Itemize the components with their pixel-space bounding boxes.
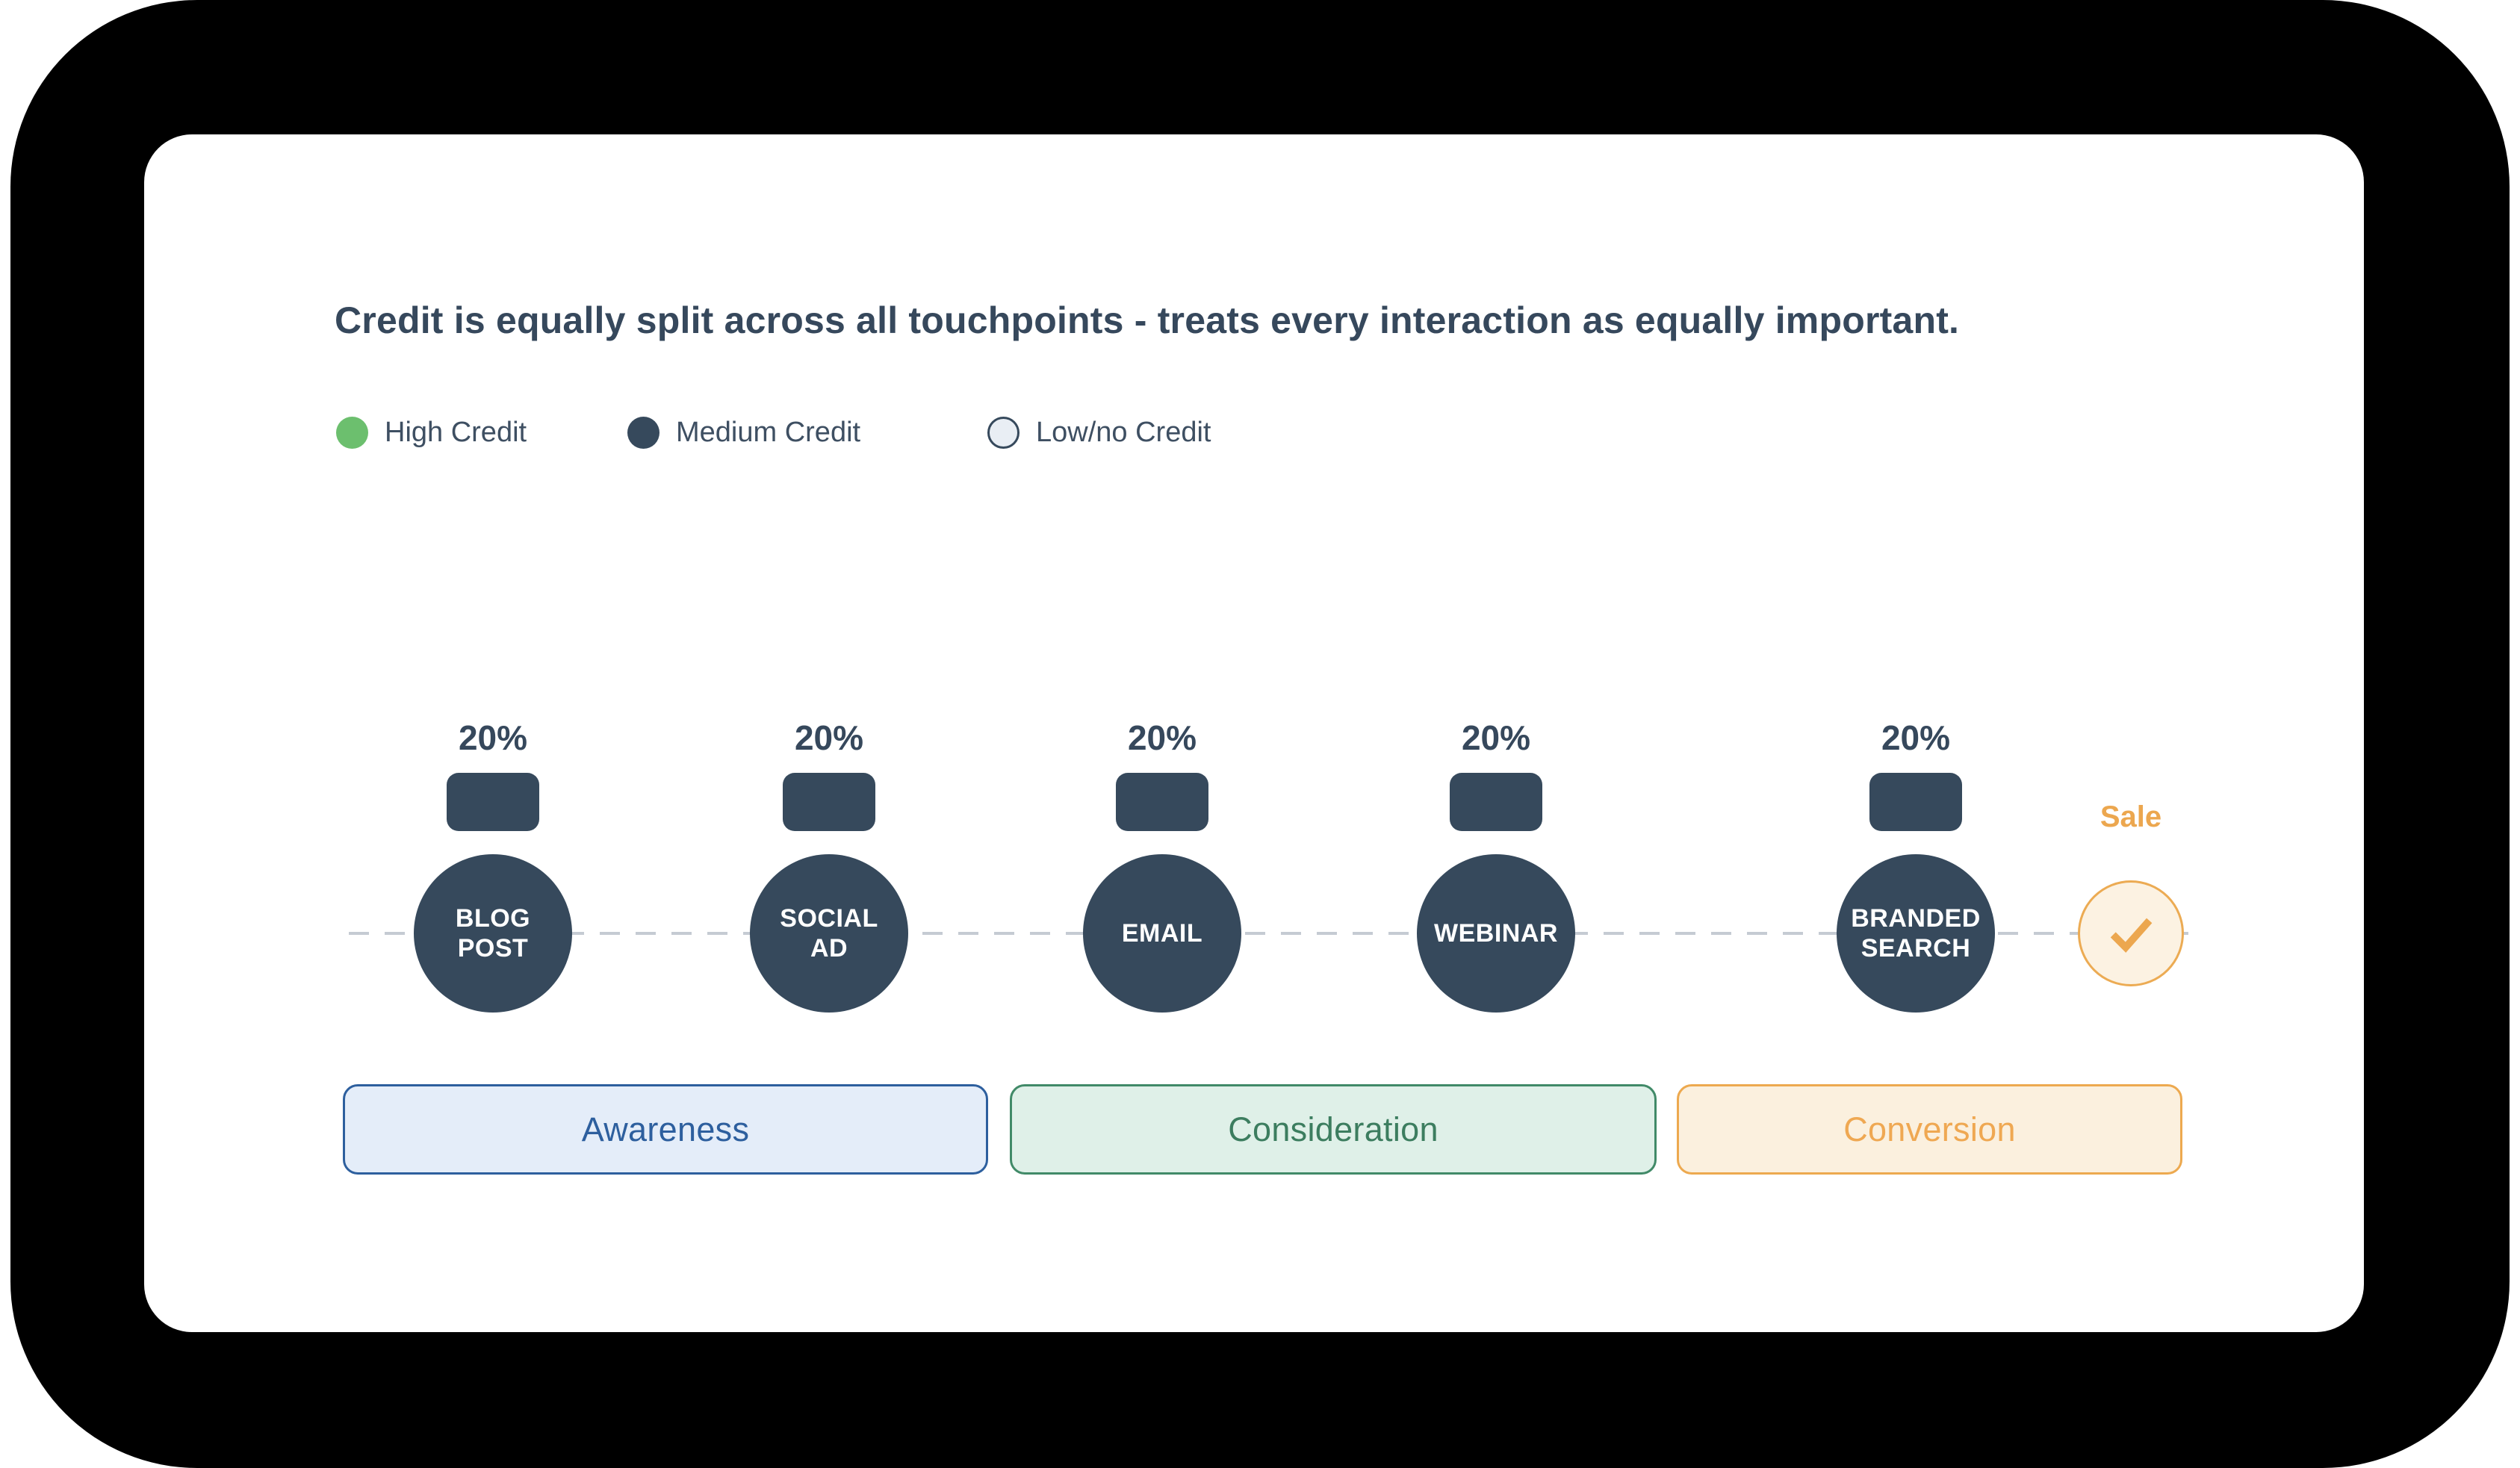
timeline-dashed-line <box>349 932 2188 935</box>
sale-label: Sale <box>2100 800 2162 833</box>
credit-bar <box>447 773 539 831</box>
legend-label: Medium Credit <box>676 417 861 448</box>
credit-percentage: 20% <box>458 718 528 757</box>
touchpoint-circle: WEBINAR <box>1417 854 1575 1013</box>
credit-percentage: 20% <box>1127 718 1197 757</box>
touchpoint-label: BRANDED SEARCH <box>1851 903 1981 962</box>
sale-circle <box>2078 880 2184 986</box>
legend-label: Low/no Credit <box>1036 417 1211 448</box>
stage-label: Consideration <box>1228 1110 1439 1148</box>
touchpoint-circle: BLOG POST <box>414 854 572 1013</box>
touchpoint-circle: EMAIL <box>1083 854 1241 1013</box>
credit-percentage: 20% <box>1461 718 1531 757</box>
low-credit-dot-icon <box>987 417 1020 449</box>
touchpoint-circle: SOCIAL AD <box>750 854 908 1013</box>
stage-band-awareness: Awareness <box>343 1084 988 1175</box>
stage-band-conversion: Conversion <box>1677 1084 2182 1175</box>
touchpoint-label: BLOG POST <box>455 903 531 962</box>
stage-label: Conversion <box>1843 1110 2016 1148</box>
touchpoint-label: SOCIAL AD <box>780 903 878 962</box>
credit-percentage: 20% <box>1881 718 1951 757</box>
credit-bar <box>1450 773 1542 831</box>
checkmark-icon <box>2110 918 2153 953</box>
touchpoint-circle: BRANDED SEARCH <box>1837 854 1995 1013</box>
medium-credit-dot-icon <box>627 417 660 449</box>
credit-bar <box>783 773 875 831</box>
attribution-card: Credit is equally split across all touch… <box>144 134 2364 1332</box>
legend-item-medium-credit: Medium Credit <box>627 417 860 449</box>
legend-item-high-credit: High Credit <box>336 417 527 449</box>
credit-percentage: 20% <box>794 718 864 757</box>
touchpoint-label: EMAIL <box>1121 918 1203 948</box>
legend-label: High Credit <box>385 417 527 448</box>
high-credit-dot-icon <box>336 417 368 449</box>
credit-bar <box>1869 773 1962 831</box>
diagram-title: Credit is equally split across all touch… <box>335 299 1960 341</box>
touchpoint-label: WEBINAR <box>1434 918 1558 948</box>
legend-item-low-credit: Low/no Credit <box>987 417 1211 449</box>
stage-band-consideration: Consideration <box>1010 1084 1657 1175</box>
credit-bar <box>1116 773 1208 831</box>
stage-label: Awareness <box>581 1110 750 1148</box>
